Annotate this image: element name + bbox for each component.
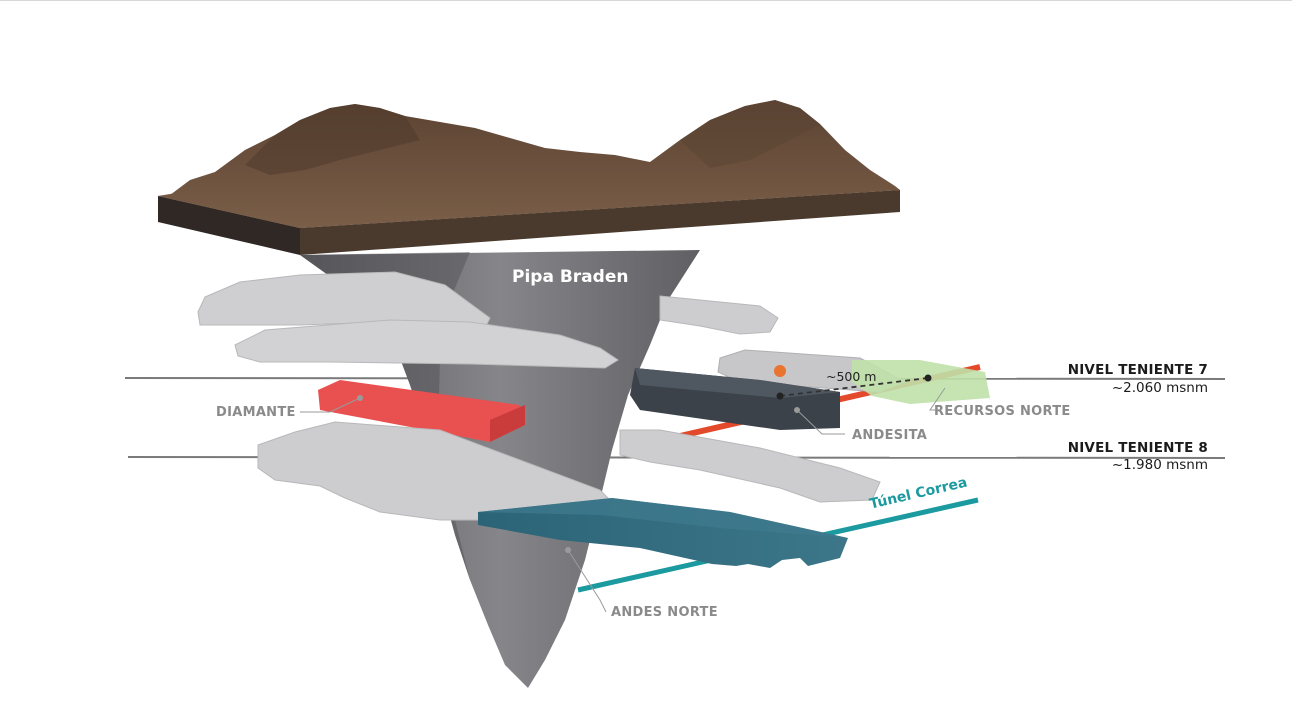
distance-start-dot [776,392,784,400]
pipa-braden-title: Pipa Braden [512,267,629,287]
diamante-leader-dot [357,395,363,401]
level-8-elevation: ~1.980 msnm [1111,457,1208,473]
mountain-slab-side [158,196,300,255]
level-7-name: NIVEL TENIENTE 7 [1067,362,1208,378]
diamante-leader [300,397,361,413]
andes-norte-leader [567,549,607,613]
andes-norte-top [478,498,848,538]
andes-norte-label: ANDES NORTE [611,605,718,620]
andesita-label: ANDESITA [852,428,928,443]
level-7-elevation: ~2.060 msnm [1111,380,1208,396]
mountain-right-shade [680,100,820,168]
top-divider [0,0,1292,1]
distance-label: ~500 m [826,369,877,384]
diamante-front [490,405,525,442]
andes-norte-block [478,498,848,568]
andesita-leader [796,409,845,435]
andes-norte-leader-dot [565,547,571,553]
location-marker [774,365,786,377]
distance-end-dot [924,374,932,382]
level-8-name: NIVEL TENIENTE 8 [1067,440,1208,456]
recursos-norte-block [852,360,990,404]
lower-platform-right [619,429,881,503]
mountain-ridge-shade [245,104,420,175]
recursos-leader [929,387,946,411]
diamante-label: DIAMANTE [216,405,296,420]
distance-line [779,377,929,397]
andesita-top [635,368,840,398]
upper-platform-right [659,295,779,335]
recursos-norte-label: RECURSOS NORTE [934,404,1071,419]
mountain-slab-front [300,190,900,255]
andesita-leader-dot [794,407,800,413]
upper-platform-left-2 [234,319,619,369]
diamante-block [318,380,525,442]
